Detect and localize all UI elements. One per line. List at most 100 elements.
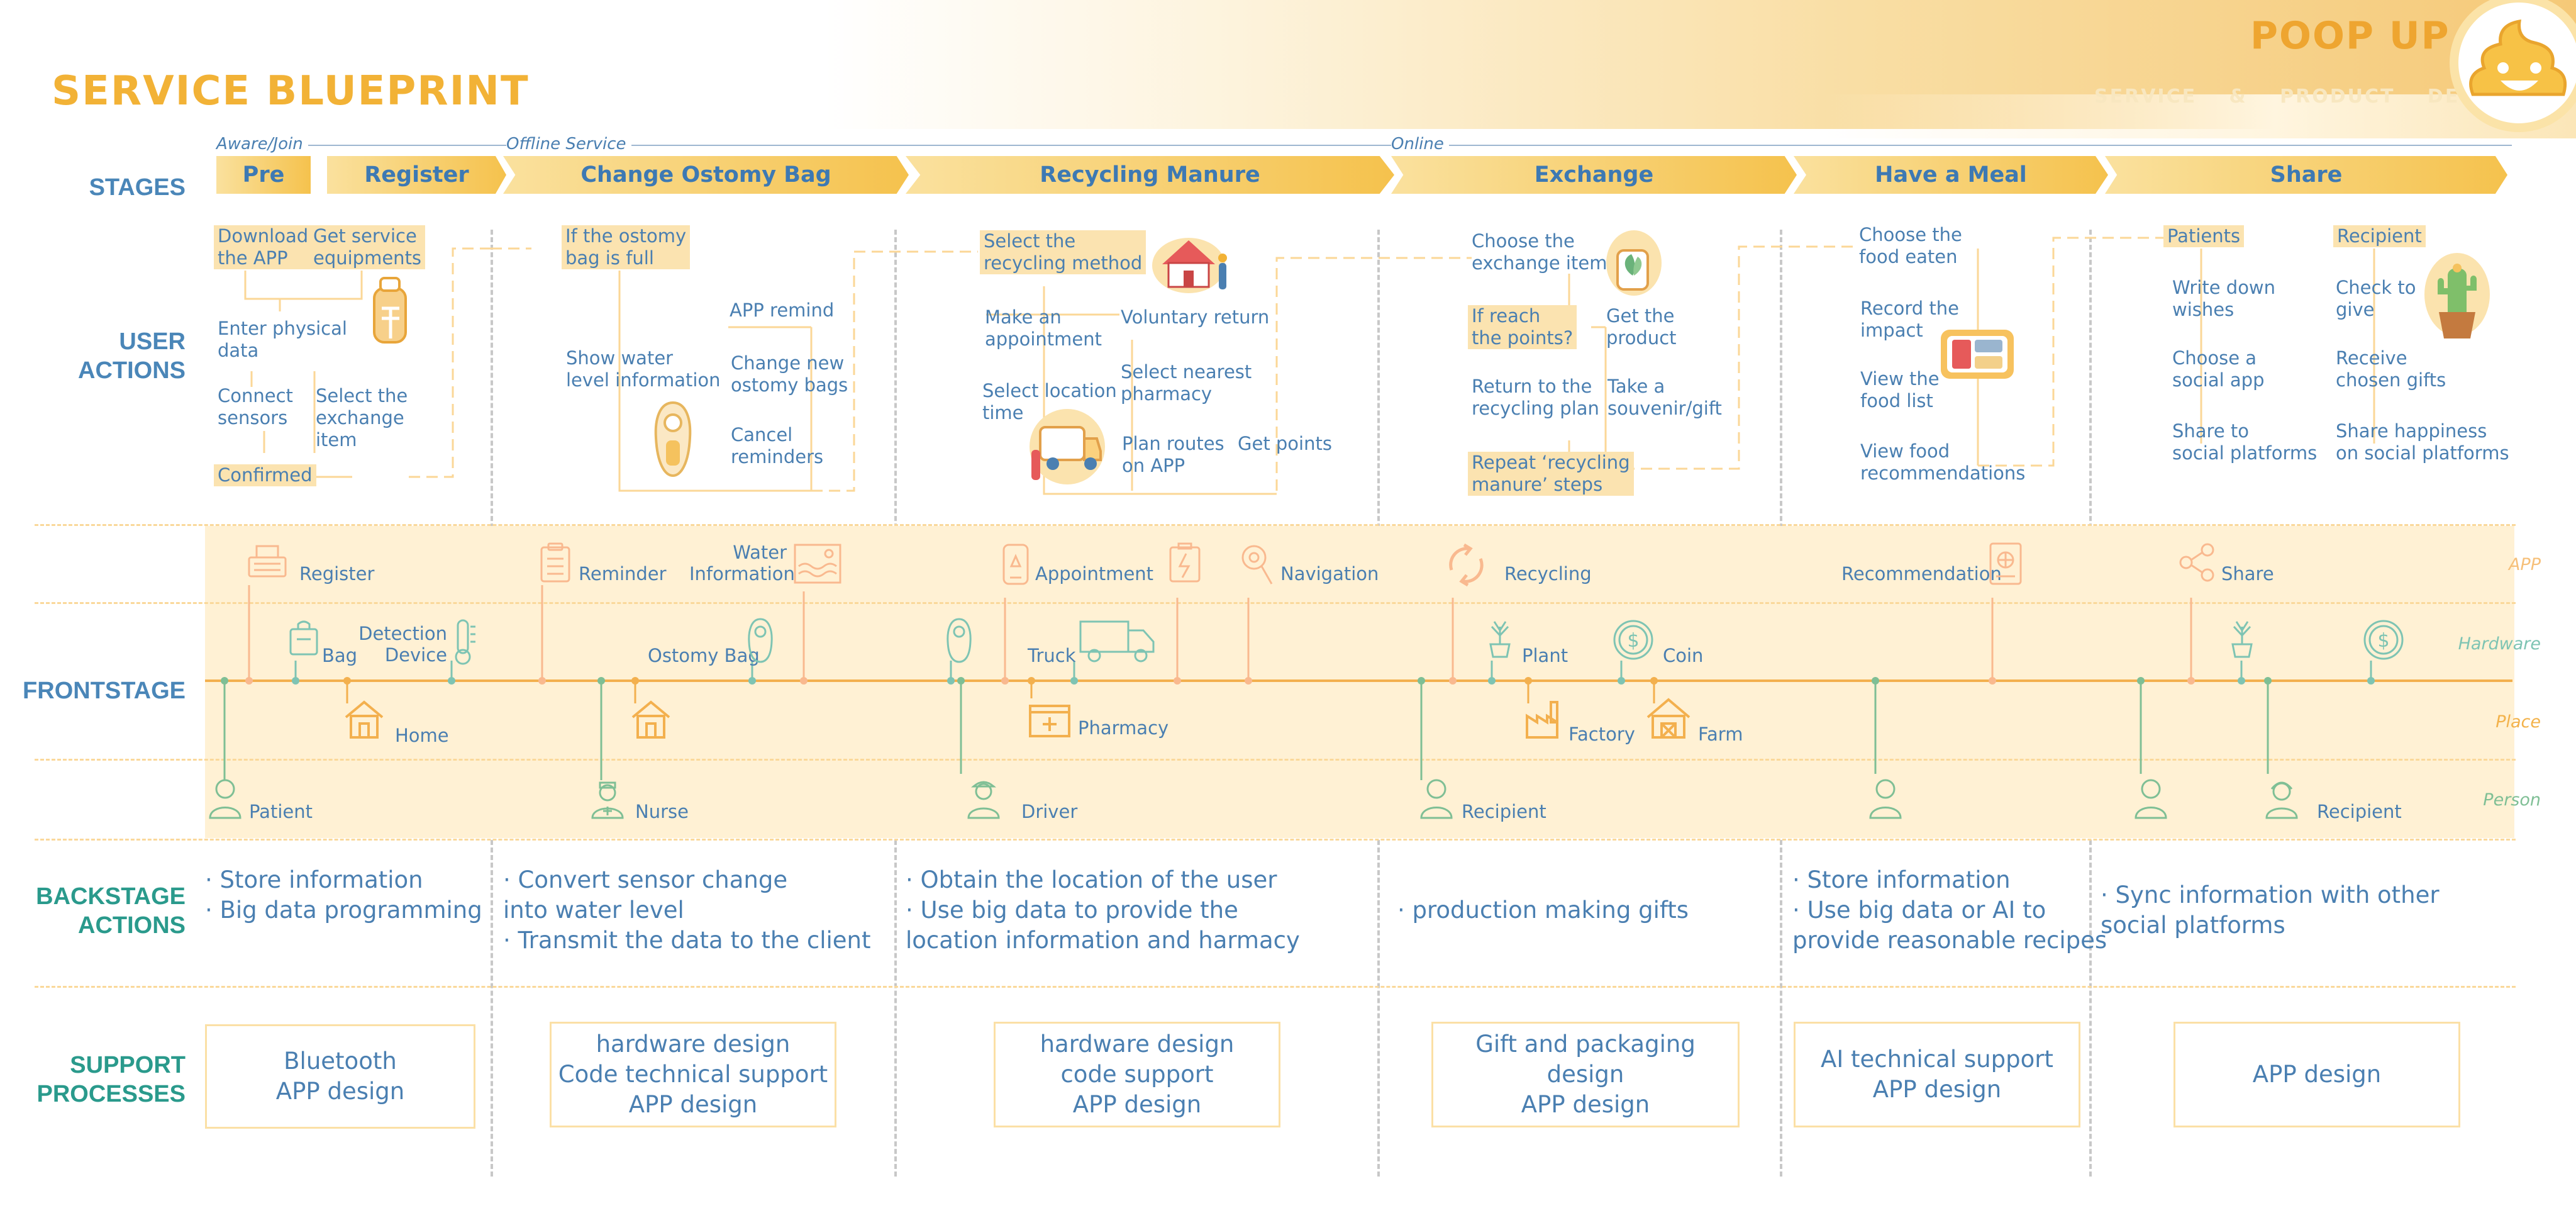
band-place xyxy=(205,682,2514,760)
coin-icon: $ xyxy=(1613,620,1653,660)
fs-recycling: Recycling xyxy=(1504,563,1592,584)
ostomy-bag-icon xyxy=(654,401,692,478)
backstage-stage-5: · Store information· Use big data or AI … xyxy=(1792,866,2107,954)
stage-change-ostomy-bag: Change Ostomy Bag xyxy=(503,156,909,194)
fs-coin: Coin xyxy=(1663,645,1704,666)
bag-icon xyxy=(289,620,318,656)
fs-ostomy-bag: Ostomy Bag xyxy=(648,645,760,666)
truck-icon xyxy=(1079,620,1155,663)
fs-home: Home xyxy=(395,725,449,746)
battery-charge-icon xyxy=(1169,542,1201,583)
svg-text:$: $ xyxy=(1627,630,1639,652)
reminder-icon xyxy=(540,542,570,583)
fs-pharmacy: Pharmacy xyxy=(1078,717,1169,739)
pharmacy-icon xyxy=(1029,705,1070,737)
svg-text:$: $ xyxy=(2377,630,2389,652)
row-label-backstage-2: ACTIONS xyxy=(78,912,186,939)
fs-recommendation: Recommendation xyxy=(1841,563,2002,584)
sublabel-person: Person xyxy=(2483,790,2541,810)
nurse-icon xyxy=(591,781,624,819)
band-hardware xyxy=(205,604,2514,682)
appointment-icon xyxy=(1002,544,1029,585)
recipient-icon xyxy=(2265,781,2298,819)
driver-icon xyxy=(967,781,1000,819)
stage-pre: Pre xyxy=(216,156,311,194)
row-label-stages: STAGES xyxy=(89,174,186,201)
truck-pickup-icon xyxy=(1030,409,1105,484)
ostomy-bag-outline-icon xyxy=(947,618,972,663)
fs-bag: Bag xyxy=(322,645,358,666)
row-label-user-actions-2: ACTIONS xyxy=(78,357,186,384)
dashed-rule xyxy=(35,602,2516,604)
poop-logo-icon xyxy=(2450,0,2576,132)
recommendation-icon xyxy=(1989,542,2022,585)
phase-line xyxy=(216,145,2512,146)
ua-app-remind: APP remind xyxy=(730,299,835,321)
plant-gift-icon xyxy=(1606,230,1662,296)
dashed-rule xyxy=(35,839,2516,841)
row-label-support-1: SUPPORT xyxy=(70,1052,186,1078)
row-label-frontstage: FRONTSTAGE xyxy=(23,678,186,704)
sublabel-hardware: Hardware xyxy=(2458,634,2541,654)
sublabel-app: APP xyxy=(2508,555,2541,574)
ua-get-points: Get points xyxy=(1238,433,1332,454)
sensor-device-icon xyxy=(373,277,407,344)
share-icon xyxy=(2179,543,2214,582)
stage-have-a-meal: Have a Meal xyxy=(1794,156,2108,194)
fs-recipient-2: Recipient xyxy=(2317,801,2402,822)
frontstage-connectors xyxy=(205,585,2512,780)
backstage-stage-1: · Store information· Big data programmin… xyxy=(205,866,482,924)
band-app xyxy=(205,526,2514,604)
person-icon xyxy=(1869,779,1902,819)
factory-icon xyxy=(1526,701,1558,739)
fs-share: Share xyxy=(2221,563,2274,584)
ua-confirmed: Confirmed xyxy=(214,464,316,486)
fs-farm: Farm xyxy=(1698,724,1743,745)
dashed-rule xyxy=(35,986,2516,988)
home-icon xyxy=(345,700,384,739)
plant-icon xyxy=(1489,621,1511,658)
user-actions-connectors xyxy=(244,237,2375,495)
recycling-house-icon xyxy=(1152,238,1227,293)
row-label-support-2: PROCESSES xyxy=(36,1081,186,1107)
patient-icon xyxy=(2135,779,2167,819)
coin-icon: $ xyxy=(2363,620,2404,660)
phase-offline-service: Offline Service xyxy=(506,135,631,154)
fs-appointment: Appointment xyxy=(1035,563,1154,584)
stage-recycling-manure: Recycling Manure xyxy=(906,156,1394,194)
cactus-pot-icon xyxy=(2424,253,2490,338)
phase-aware-join: Aware/Join xyxy=(216,135,308,154)
fs-recipient: Recipient xyxy=(1462,801,1546,822)
